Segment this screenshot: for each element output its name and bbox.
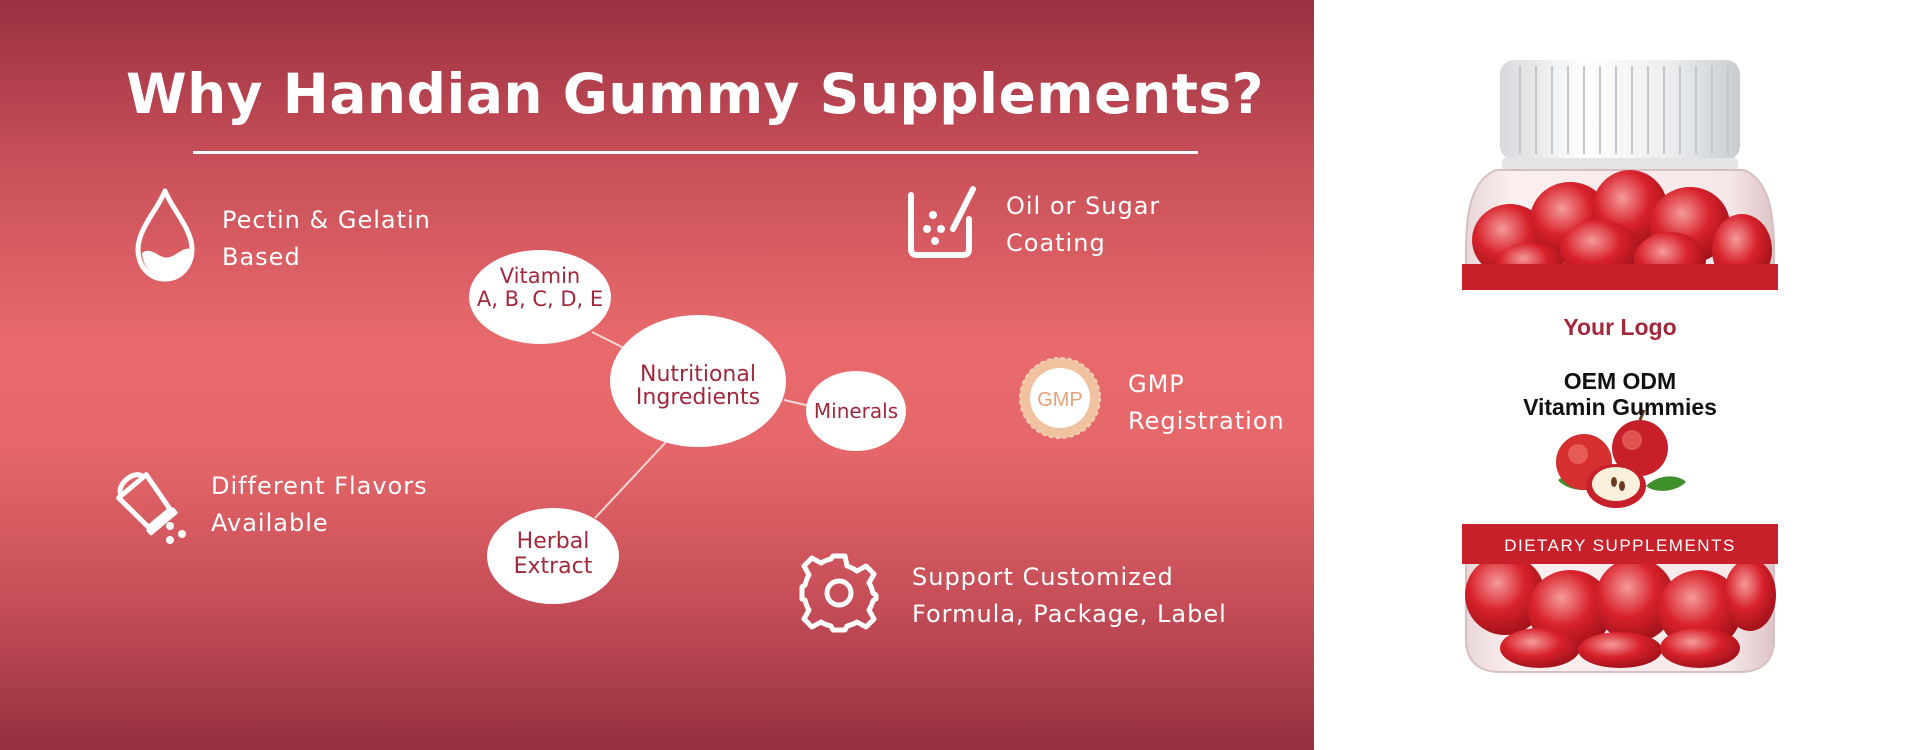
gear-icon xyxy=(798,552,880,634)
your-logo-text: Your Logo xyxy=(1563,314,1677,340)
dietary-supplements-band-text: DIETARY SUPPLEMENTS xyxy=(1504,536,1736,555)
center-line1: Nutritional xyxy=(640,362,756,387)
coating-beaker-icon xyxy=(905,185,980,260)
label-bottom-band xyxy=(1462,524,1778,564)
gmp-badge-text: GMP xyxy=(1037,389,1083,411)
nutritional-ingredients-bubble xyxy=(610,315,786,447)
promo-banner: Why Handian Gummy Supplements? Pectin & … xyxy=(0,0,1314,750)
product-name-line2: Vitamin Gummies xyxy=(1523,394,1717,420)
feature-custom-line1: Support Customized xyxy=(912,563,1174,591)
herbal-extract-bubble xyxy=(487,508,619,604)
center-line2: Ingredients xyxy=(636,385,760,410)
product-jar: Your Logo OEM ODM Vitamin Gummies DIETAR… xyxy=(1450,50,1790,690)
feature-custom: Support Customized Formula, Package, Lab… xyxy=(912,559,1227,633)
product-name-line1: OEM ODM xyxy=(1563,368,1677,394)
feature-flavors-line2: Available xyxy=(211,509,329,537)
feature-pectin: Pectin & Gelatin Based xyxy=(222,202,431,276)
feature-coating: Oil or Sugar Coating xyxy=(1006,188,1160,262)
feature-pectin-line2: Based xyxy=(222,243,301,271)
water-drop-icon xyxy=(130,185,200,285)
apple-illustration xyxy=(1556,409,1686,508)
shaker-icon xyxy=(104,460,190,546)
vitamin-bubble xyxy=(469,250,611,344)
jar-graphic xyxy=(1462,60,1778,673)
feature-pectin-line1: Pectin & Gelatin xyxy=(222,206,431,234)
title-underline xyxy=(193,151,1198,154)
ingredients-diagram: Vitamin A, B, C, D, E Nutritional Ingred… xyxy=(469,250,906,604)
connector-lines xyxy=(591,331,811,519)
feature-flavors-line1: Different Flavors xyxy=(211,472,428,500)
banner-title: Why Handian Gummy Supplements? xyxy=(125,62,1265,126)
herbal-line1: Herbal xyxy=(517,529,590,554)
label-top-band xyxy=(1462,264,1778,290)
vitamin-line2: A, B, C, D, E xyxy=(477,287,603,311)
gummies-bottom xyxy=(1465,555,1776,668)
feature-coating-line2: Coating xyxy=(1006,229,1106,257)
feature-gmp: GMP Registration xyxy=(1128,366,1285,440)
vitamin-line1: Vitamin xyxy=(500,264,580,288)
feature-custom-line2: Formula, Package, Label xyxy=(912,600,1227,628)
herbal-line2: Extract xyxy=(514,554,593,579)
feature-gmp-line2: Registration xyxy=(1128,407,1285,435)
gmp-badge-icon: GMP xyxy=(1018,356,1102,440)
feature-gmp-line1: GMP xyxy=(1128,370,1185,398)
minerals-label: Minerals xyxy=(814,399,898,423)
feature-flavors: Different Flavors Available xyxy=(211,468,428,542)
feature-coating-line1: Oil or Sugar xyxy=(1006,192,1161,220)
minerals-bubble xyxy=(806,371,906,451)
